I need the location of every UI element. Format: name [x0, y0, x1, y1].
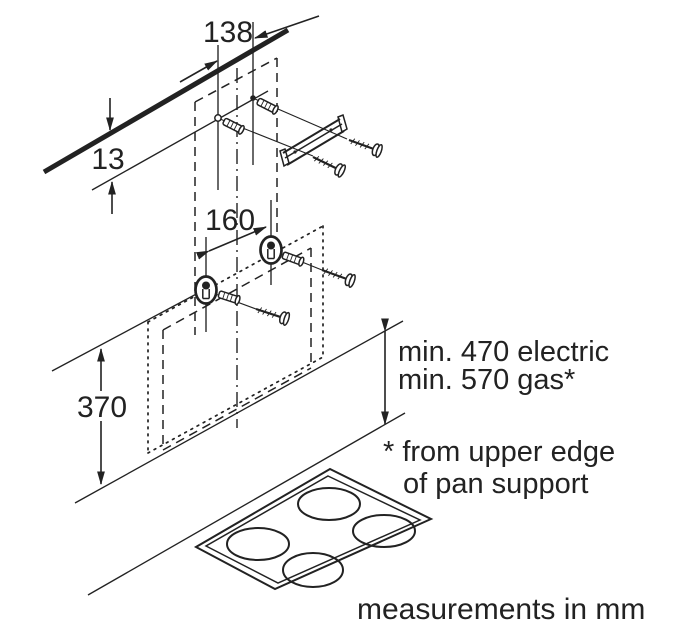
dim-138-label: 138 — [203, 16, 253, 49]
hood-outline-dashed — [162, 247, 312, 451]
dimension-370: 370 — [77, 348, 127, 485]
burner-back — [297, 487, 361, 521]
dim-13-label: 13 — [91, 143, 124, 176]
keyhole-slot-right — [259, 235, 283, 265]
mounting-bracket — [279, 113, 348, 168]
screw-top-right — [345, 132, 385, 159]
hob-inner-border — [204, 475, 422, 584]
drill-reference-line — [91, 90, 269, 191]
burner-front — [282, 552, 344, 588]
wall-anchor-top-right — [255, 96, 280, 116]
footnote-line1: * from upper edge — [383, 436, 615, 468]
screw-top-left — [309, 149, 348, 180]
dim-370-label: 370 — [77, 391, 127, 424]
wall-top-edge-line — [42, 27, 290, 175]
burner-right — [352, 514, 416, 548]
dimension-13: 13 — [91, 98, 125, 214]
hood-bottom-edge-line — [74, 320, 404, 504]
min-gas-label: min. 570 gas* — [398, 364, 575, 396]
hood-mounting-line — [51, 290, 203, 372]
dim-160-label: 160 — [205, 204, 255, 237]
wall-anchor-top-left — [221, 116, 246, 136]
keyhole-slot-left — [194, 275, 218, 305]
drill-point-left — [214, 114, 222, 122]
min-electric-label: min. 470 electric — [398, 336, 609, 368]
footnote: * from upper edge of pan support — [383, 436, 615, 500]
chimney-outline-dashed — [194, 57, 278, 335]
screw-mid-left — [252, 301, 292, 327]
burner-left — [226, 527, 290, 561]
hob — [193, 467, 434, 591]
units-note: measurements in mm — [357, 593, 645, 626]
hob-outer-border — [193, 467, 434, 591]
hob-back-edge-line — [87, 412, 406, 596]
dimension-160: 160 — [195, 204, 267, 260]
dimension-min-distance: min. 470 electric min. 570 gas* — [381, 318, 609, 425]
dimension-138: 138 — [179, 15, 320, 83]
hood-outline-dotted — [147, 225, 324, 454]
screw-mid-right — [318, 262, 358, 289]
drill-point-right — [250, 95, 256, 101]
footnote-line2: of pan support — [403, 468, 588, 500]
